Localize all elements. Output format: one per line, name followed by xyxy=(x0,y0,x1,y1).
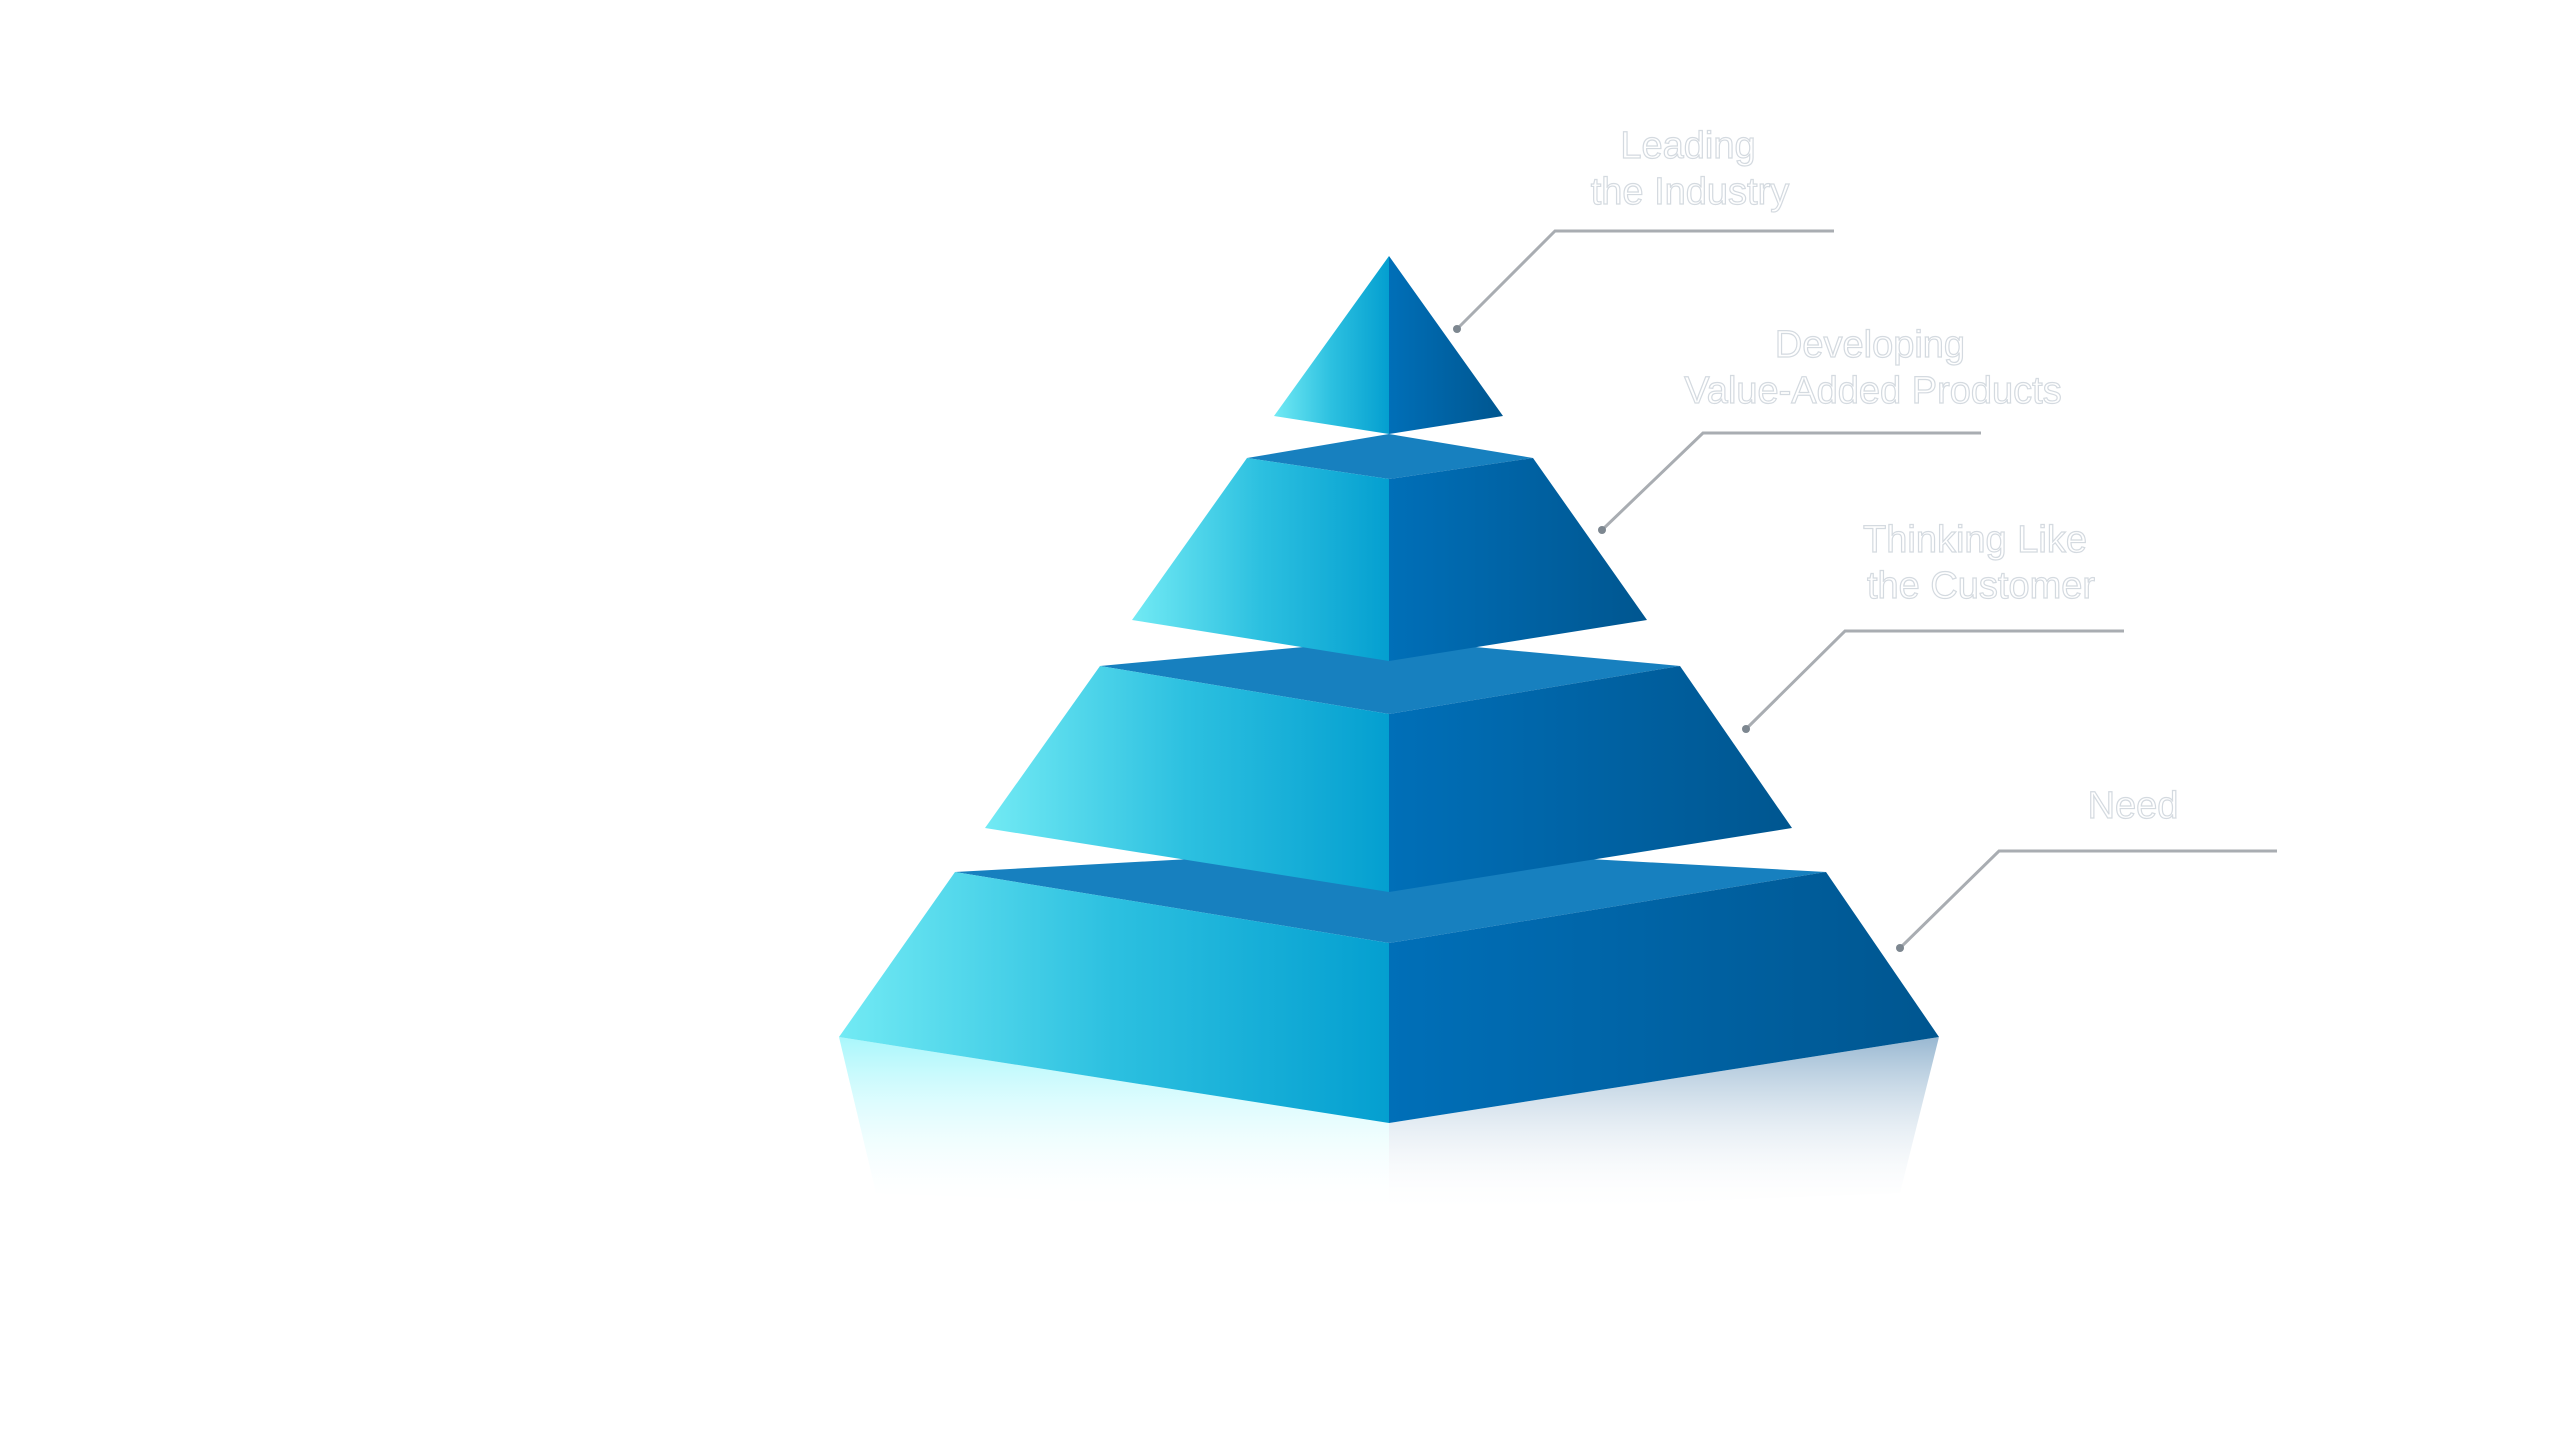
leader-line-4 xyxy=(1896,849,2277,952)
label-level-1-line1: Leading xyxy=(1620,125,1755,167)
label-level-2-line1: Developing xyxy=(1775,324,1965,366)
pyramid-reflection xyxy=(839,1037,1939,1214)
label-level-3-line2: the Customer xyxy=(1867,565,2095,607)
label-level-4-line1: Need xyxy=(2088,785,2179,827)
label-level-3-line1: Thinking Like xyxy=(1863,519,2087,561)
leader-line-2 xyxy=(1598,431,1981,534)
pyramid-tier-thinking-like-the-customer xyxy=(985,639,1792,892)
leader-line-3 xyxy=(1742,629,2124,733)
pyramid-tier-leading-the-industry xyxy=(1274,256,1503,434)
label-level-2-line2: Value-Added Products xyxy=(1684,370,2061,412)
pyramid-tier-need xyxy=(839,848,1939,1123)
pyramid-tier-developing-value-added-products xyxy=(1132,434,1647,661)
leader-line-1 xyxy=(1453,229,1834,333)
label-level-1-line2: the Industry xyxy=(1591,171,1790,213)
